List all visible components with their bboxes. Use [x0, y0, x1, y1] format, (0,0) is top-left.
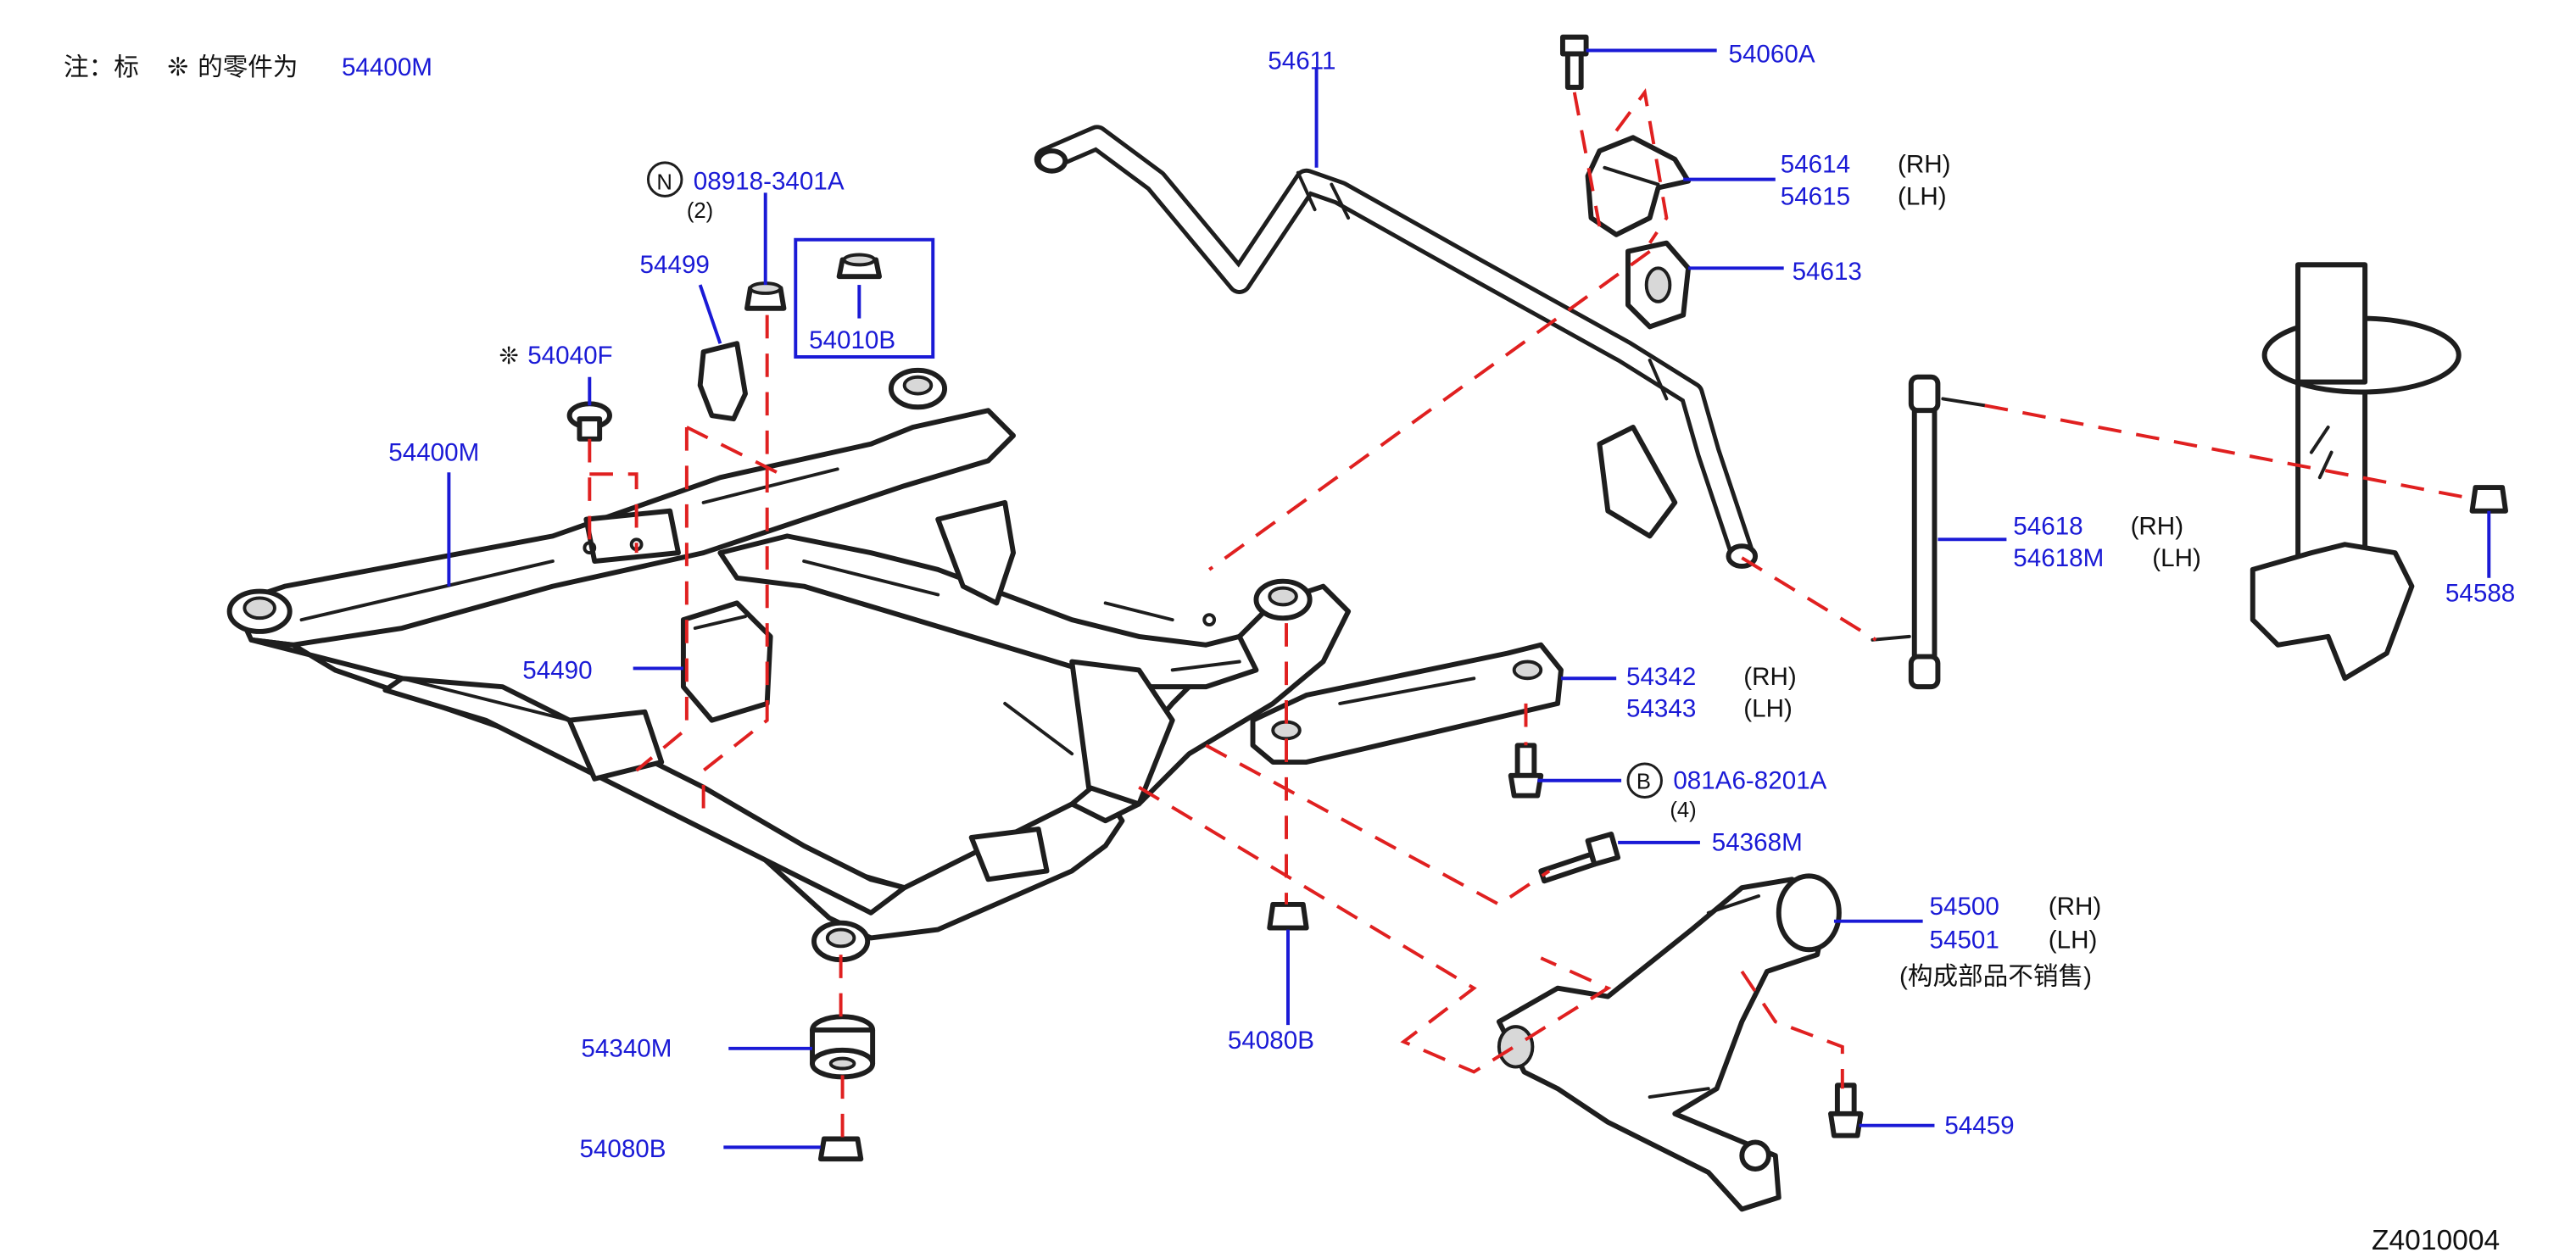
nut-08918-3401A[interactable]	[744, 281, 787, 311]
note-part-number[interactable]: 54400M	[342, 53, 432, 81]
label-54588[interactable]: 54588	[2445, 579, 2515, 607]
insulator-54490[interactable]	[680, 600, 773, 723]
label-not-sold-separately: (构成部品不销售)	[1899, 963, 2092, 991]
nut-54080B-lower[interactable]	[817, 1136, 864, 1162]
label-54459[interactable]: 54459	[1944, 1112, 2014, 1140]
b-symbol-circle	[1626, 762, 1663, 799]
stabilizer-link-54618[interactable]	[1871, 374, 1987, 690]
label-54613[interactable]: 54613	[1793, 258, 1862, 286]
b-symbol: B	[1636, 771, 1651, 794]
note-prefix: 注：标	[64, 53, 139, 81]
link-54342-54343[interactable]	[1250, 642, 1564, 765]
note-suffix: 的零件为	[198, 53, 298, 81]
nut-54588[interactable]	[2469, 485, 2509, 514]
label-54040F-mark: ❊	[499, 342, 519, 369]
stabilizer-bar-54611[interactable]	[1034, 125, 1759, 569]
label-54010B[interactable]: 54010B	[809, 326, 895, 354]
label-54368M[interactable]: 54368M	[1712, 829, 1803, 857]
label-54614-side: (RH)	[1898, 151, 1951, 179]
leader-lines	[447, 48, 2491, 1149]
label-54080B-lower[interactable]: 54080B	[579, 1135, 666, 1163]
label-54500-side: (RH)	[2049, 893, 2102, 921]
n-symbol-circle	[646, 161, 683, 198]
label-54615[interactable]: 54615	[1781, 182, 1850, 210]
label-54040F[interactable]: 54040F	[527, 342, 612, 370]
label-081A6-8201A[interactable]: 081A6-8201A	[1673, 767, 1826, 795]
bolt-54368M[interactable]	[1538, 832, 1621, 884]
label-54501-side: (LH)	[2049, 926, 2098, 954]
bushing-54340M[interactable]	[810, 1014, 876, 1080]
label-54614[interactable]: 54614	[1781, 151, 1850, 179]
bushing-54613[interactable]	[1625, 240, 1692, 330]
label-54618[interactable]: 54618	[2013, 512, 2083, 540]
label-08918-qty: (2)	[687, 199, 713, 223]
bracket-54499[interactable]	[697, 341, 748, 422]
n-symbol: N	[656, 170, 672, 194]
stopper-54040F[interactable]	[566, 401, 612, 442]
strut-assembly	[2250, 262, 2462, 682]
label-54500[interactable]: 54500	[1930, 893, 1999, 921]
label-54340M[interactable]: 54340M	[581, 1035, 672, 1063]
label-54490[interactable]: 54490	[522, 656, 592, 684]
bracket-54614-54615[interactable]	[1585, 135, 1692, 237]
subframe-54400M[interactable]	[226, 367, 1352, 963]
label-54080B-center[interactable]: 54080B	[1228, 1027, 1314, 1055]
label-54611[interactable]: 54611	[1268, 47, 1335, 75]
nut-54010B[interactable]	[794, 237, 935, 359]
labels: 54611 54060A 54614 (RH) 54615 (LH) 54613…	[388, 40, 2515, 1255]
label-081A6-qty: (4)	[1670, 799, 1696, 822]
label-54618M-side: (LH)	[2152, 544, 2201, 572]
bolt-54459[interactable]	[1828, 1083, 1864, 1138]
lower-arm-54500-54501[interactable]	[1496, 873, 1842, 1212]
label-54343-side: (LH)	[1743, 695, 1793, 723]
bolt-081A6-8201A[interactable]	[1508, 743, 1544, 799]
label-54400M[interactable]: 54400M	[388, 438, 479, 466]
label-54342-side: (RH)	[1743, 663, 1797, 691]
label-54615-side: (LH)	[1898, 182, 1947, 210]
label-54499[interactable]: 54499	[640, 251, 710, 279]
label-54060A[interactable]: 54060A	[1729, 40, 1815, 68]
diagram-id: Z4010004	[2372, 1225, 2500, 1256]
label-54343[interactable]: 54343	[1626, 695, 1696, 723]
label-54342[interactable]: 54342	[1626, 663, 1696, 691]
dashed-guides	[588, 88, 2476, 1139]
note-asterisk: ❊	[168, 53, 189, 81]
label-54618M[interactable]: 54618M	[2013, 544, 2104, 572]
label-54501[interactable]: 54501	[1930, 926, 1999, 954]
note: 注：标 ❊ 的零件为 54400M	[64, 53, 432, 81]
nut-54080B-center[interactable]	[1267, 901, 1309, 931]
label-08918-3401A[interactable]: 08918-3401A	[694, 167, 845, 195]
label-54618-side: (RH)	[2131, 512, 2184, 540]
bolt-54060A[interactable]	[1559, 34, 1589, 90]
